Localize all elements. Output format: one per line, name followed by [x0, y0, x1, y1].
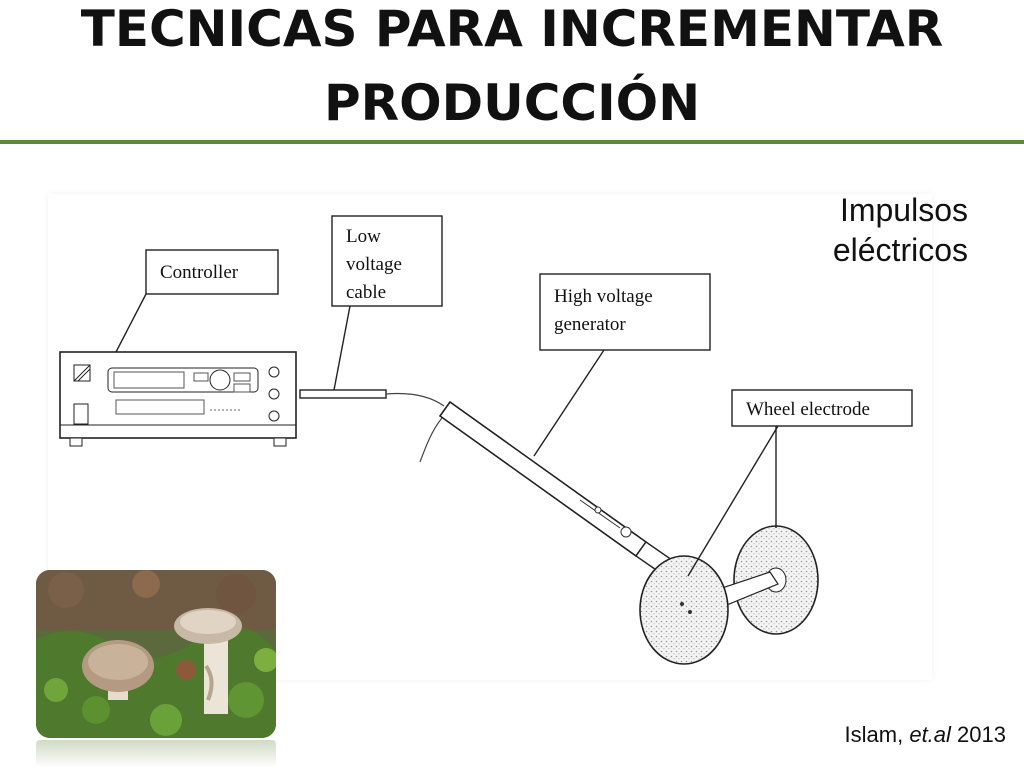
ground-wire [419, 417, 443, 463]
cable-wire [385, 392, 445, 407]
title-line-2: PRODUCCIÓN [323, 74, 701, 132]
high-voltage-leader-line [533, 349, 605, 457]
wheel-leader-line-front [687, 425, 779, 577]
slide-title: TECNICAS PARA INCREMENTAR PRODUCCIÓN [0, 0, 1024, 140]
low-voltage-leader-line [333, 305, 351, 391]
controller-leader-line [115, 293, 147, 353]
low-voltage-label-line-1: Low [346, 226, 381, 247]
title-line-1: TECNICAS PARA INCREMENTAR [80, 0, 944, 58]
title-divider [0, 140, 1024, 144]
low-voltage-label-line-2: voltage [346, 254, 402, 275]
wheel-electrode-label-box: Wheel electrode [731, 389, 913, 427]
citation-etal: et.al [909, 722, 951, 747]
wheel-electrode [639, 525, 819, 665]
mushroom-photo [36, 570, 276, 738]
high-voltage-label-line-2: generator [554, 314, 626, 335]
low-voltage-cable-label-box: Low voltage cable [331, 215, 443, 307]
mushroom-image [36, 570, 276, 738]
side-note: Impulsos eléctricos [708, 190, 968, 270]
citation: Islam, et.al 2013 [845, 722, 1006, 748]
high-voltage-generator-label-box: High voltage generator [539, 273, 711, 351]
wheel-electrode-label: Wheel electrode [746, 399, 870, 420]
low-voltage-label-line-3: cable [346, 282, 386, 303]
citation-author: Islam, [844, 722, 904, 747]
controller-device [59, 351, 297, 447]
high-voltage-label-line-1: High voltage [554, 286, 653, 307]
side-note-line-2: eléctricos [832, 232, 968, 268]
controller-label-box: Controller [145, 249, 279, 295]
side-note-line-1: Impulsos [839, 192, 968, 228]
low-voltage-cable [299, 389, 387, 399]
controller-label: Controller [160, 262, 239, 283]
citation-year: 2013 [957, 722, 1006, 747]
photo-reflection [36, 740, 276, 768]
